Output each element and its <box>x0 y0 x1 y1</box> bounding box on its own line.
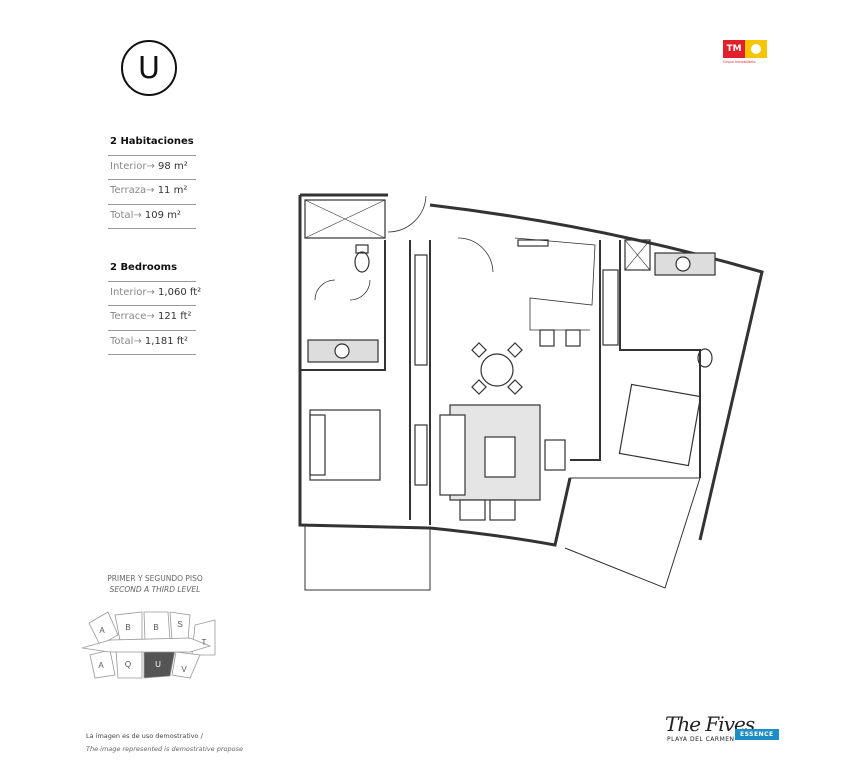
the-fives-logo: The Fives PLAYA DEL CARMEN ESSENCE <box>665 712 779 743</box>
keyplan-unit: A <box>99 626 105 635</box>
tm-logo: TM <box>723 40 771 58</box>
unit-label: U <box>121 40 177 96</box>
spec-english: 2 Bedrooms Interior→ 1,060 ft² Terrace→ … <box>108 257 201 355</box>
keyplan-unit: A <box>98 661 104 670</box>
terrace-right <box>554 477 701 589</box>
spec-title: 2 Habitaciones <box>108 131 196 156</box>
level-en: SECOND A THIRD LEVEL <box>109 585 201 594</box>
spec-row: Total→ 1,181 ft² <box>108 331 196 355</box>
disclaimer: La imagen es de uso demostrativo / The i… <box>86 730 243 756</box>
tm-circle-icon <box>745 40 767 58</box>
keyplan-unit: Q <box>125 660 131 669</box>
brand-location: PLAYA DEL CARMEN <box>667 736 735 743</box>
spec-row: Total→ 109 m² <box>108 205 196 229</box>
keyplan-unit: T <box>202 638 207 647</box>
spec-row: Interior→ 98 m² <box>108 156 196 180</box>
tm-logo-subtitle: Grupo Inmobiliario <box>723 60 756 64</box>
spec-spanish: 2 Habitaciones Interior→ 98 m² Terraza→ … <box>108 131 196 229</box>
keyplan-unit: V <box>181 665 187 674</box>
terrace-left <box>304 525 431 591</box>
disclaimer-en: The image represented is demostrative pr… <box>86 745 243 753</box>
brand-tag: ESSENCE <box>735 729 779 740</box>
tm-logo-text: TM <box>723 40 745 58</box>
keyplan-unit: S <box>177 620 182 629</box>
keyplan-unit-highlight: U <box>155 660 161 669</box>
spec-row: Interior→ 1,060 ft² <box>108 282 201 306</box>
level-caption: PRIMER Y SEGUNDO PISO SECOND A THIRD LEV… <box>80 573 230 595</box>
spec-title: 2 Bedrooms <box>108 257 196 282</box>
level-es: PRIMER Y SEGUNDO PISO <box>107 574 203 583</box>
keyplan-unit: B <box>125 623 130 632</box>
spec-row: Terraza→ 11 m² <box>108 180 196 205</box>
keyplan-unit: B <box>153 623 158 632</box>
disclaimer-es: La imagen es de uso demostrativo / <box>86 732 203 740</box>
spec-row: Terrace→ 121 ft² <box>108 306 196 331</box>
